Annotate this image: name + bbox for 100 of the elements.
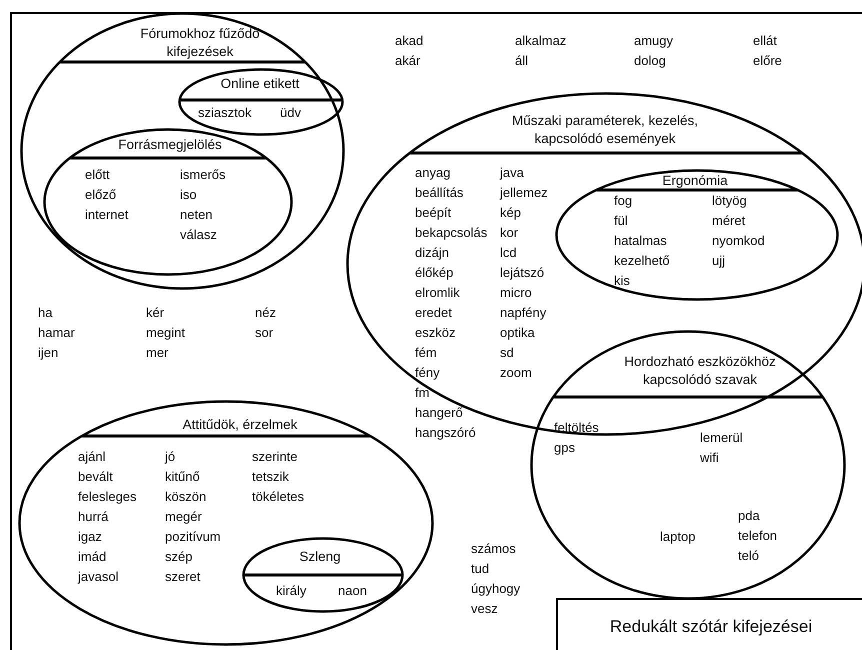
word-label: dolog — [634, 53, 666, 69]
word-label: pda — [738, 508, 760, 524]
word-label: sd — [500, 345, 514, 361]
word-label: optika — [500, 325, 535, 341]
word-label: sziasztok — [198, 105, 252, 121]
word-label: előtt — [85, 167, 110, 183]
word-label: megér — [165, 509, 202, 525]
set-heading: Szleng — [298, 548, 342, 566]
word-label: lcd — [500, 245, 517, 261]
word-label: lötyög — [712, 193, 747, 209]
set-heading: Műszaki paraméterek, kezelés, kapcsolódó események — [510, 112, 700, 148]
word-label: élőkép — [415, 265, 454, 281]
word-label: válasz — [180, 227, 217, 243]
set-ellipse — [242, 537, 404, 613]
word-label: előre — [753, 53, 782, 69]
word-label: iso — [180, 187, 197, 203]
word-label: néz — [255, 305, 276, 321]
word-label: fm — [415, 385, 430, 401]
word-label: hamar — [38, 325, 75, 341]
word-label: teló — [738, 548, 759, 564]
word-label: akad — [395, 33, 424, 49]
word-label: eszköz — [415, 325, 456, 341]
word-label: üdv — [280, 105, 301, 121]
word-label: tökéletes — [252, 489, 304, 505]
word-label: alkalmaz — [515, 33, 566, 49]
word-label: laptop — [660, 529, 696, 545]
word-label: amugy — [634, 33, 674, 49]
word-label: méret — [712, 213, 746, 229]
word-label: előző — [85, 187, 116, 203]
word-label: ujj — [712, 253, 726, 269]
word-label: micro — [500, 285, 532, 301]
word-label: sor — [255, 325, 274, 341]
set-heading: Forrásmegjelölés — [117, 136, 223, 154]
word-label: fém — [415, 345, 437, 361]
word-label: hangszóró — [415, 425, 476, 441]
word-label: kezelhető — [614, 253, 670, 269]
word-label: lejátszó — [500, 265, 544, 281]
word-label: zoom — [500, 365, 532, 381]
word-label: beállítás — [415, 185, 464, 201]
word-label: hurrá — [78, 509, 108, 525]
word-label: eredet — [415, 305, 452, 321]
title-text: Redukált szótár kifejezései — [608, 618, 814, 636]
word-label: dizájn — [415, 245, 449, 261]
word-label: ijen — [38, 345, 58, 361]
word-label: akár — [395, 53, 420, 69]
word-label: java — [500, 165, 524, 181]
word-label: vesz — [471, 601, 498, 617]
word-label: anyag — [415, 165, 450, 181]
word-label: gps — [554, 440, 575, 456]
word-label: feltöltés — [554, 420, 599, 436]
word-label: kér — [146, 305, 164, 321]
word-label: mer — [146, 345, 168, 361]
word-label: fül — [614, 213, 628, 229]
word-label: hatalmas — [614, 233, 667, 249]
word-label: naon — [338, 583, 367, 599]
word-label: tetszik — [252, 469, 289, 485]
word-label: kép — [500, 205, 521, 221]
set-heading: Ergonómia — [661, 172, 729, 190]
word-label: jó — [165, 449, 176, 465]
word-label: ajánl — [78, 449, 106, 465]
word-label: fény — [415, 365, 440, 381]
word-label: napfény — [500, 305, 546, 321]
set-heading: Online etikett — [220, 75, 300, 93]
word-label: ellát — [753, 33, 777, 49]
word-label: kor — [500, 225, 518, 241]
word-label: internet — [85, 207, 128, 223]
word-label: szerinte — [252, 449, 298, 465]
word-label: szeret — [165, 569, 200, 585]
word-label: beépít — [415, 205, 452, 221]
word-label: neten — [180, 207, 213, 223]
word-label: kis — [614, 273, 630, 289]
word-label: megint — [146, 325, 186, 341]
word-label: nyomkod — [712, 233, 765, 249]
word-label: számos — [471, 541, 516, 557]
word-label: ha — [38, 305, 52, 321]
word-label: imád — [78, 549, 106, 565]
word-label: hangerő — [415, 405, 463, 421]
set-heading: Hordozható eszközökhöz kapcsolódó szavak — [623, 353, 777, 389]
word-label: kitűnő — [165, 469, 200, 485]
word-label: wifi — [700, 450, 719, 466]
set-heading: Attitűdök, érzelmek — [182, 416, 298, 434]
word-label: telefon — [738, 528, 778, 544]
word-label: király — [276, 583, 306, 599]
word-label: bevált — [78, 469, 113, 485]
set-ellipse — [20, 12, 345, 290]
word-label: felesleges — [78, 489, 137, 505]
set-ellipse — [178, 68, 344, 136]
word-label: fog — [614, 193, 632, 209]
title-box — [556, 598, 862, 650]
word-label: pozitívum — [165, 529, 221, 545]
word-label: jellemez — [500, 185, 548, 201]
word-label: lemerül — [700, 430, 743, 446]
word-label: tud — [471, 561, 490, 577]
set-heading: Fórumokhoz fűződő kifejezések — [139, 25, 261, 61]
word-label: bekapcsolás — [415, 225, 488, 241]
set-ellipse — [43, 128, 293, 276]
word-label: elromlik — [415, 285, 460, 301]
word-label: igaz — [78, 529, 102, 545]
word-label: úgyhogy — [471, 581, 520, 597]
word-label: szép — [165, 549, 192, 565]
